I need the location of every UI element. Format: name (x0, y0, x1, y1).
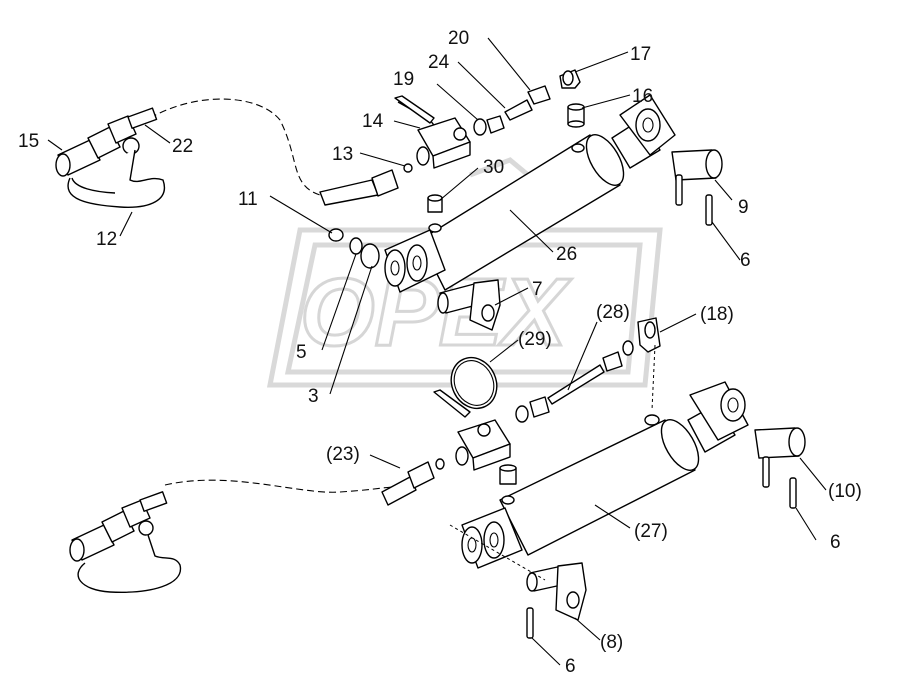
oring-29 (450, 356, 498, 410)
label-18: (18) (700, 304, 734, 325)
label-17: 17 (630, 44, 651, 65)
label-19: 19 (393, 69, 414, 90)
label-22: 22 (172, 136, 193, 157)
label-16: 16 (632, 86, 653, 107)
assembly-line-lower (449, 524, 546, 581)
coupler-lower (69, 491, 182, 593)
label-6-upper: 6 (740, 250, 751, 271)
pin-9 (671, 149, 723, 226)
label-12: 12 (96, 229, 117, 250)
valve-lower (381, 389, 511, 506)
label-3: 3 (308, 386, 319, 407)
fittings-upper (473, 69, 585, 136)
label-5: 5 (296, 342, 307, 363)
label-30: 30 (483, 157, 504, 178)
coupler-upper (55, 107, 166, 208)
label-23: (23) (326, 444, 360, 465)
cylinder-lower (461, 381, 749, 569)
label-14: 14 (362, 111, 384, 132)
seals-upper (328, 228, 380, 269)
label-26: 26 (556, 244, 577, 265)
label-11: 11 (238, 189, 258, 210)
label-20: 20 (448, 28, 469, 49)
label-6-lower: 6 (565, 656, 576, 677)
leader-lines (47, 37, 827, 666)
pin-7-upper (437, 279, 501, 331)
label-24: 24 (428, 52, 450, 73)
label-7: 7 (532, 279, 543, 300)
label-29: (29) (518, 329, 552, 350)
label-15: 15 (18, 131, 39, 152)
label-13: 13 (332, 144, 353, 165)
pin-10 (754, 427, 806, 509)
fittings-lower (515, 317, 661, 423)
hose-lower (164, 479, 393, 493)
hose-upper (149, 98, 321, 196)
label-9: 9 (738, 197, 749, 218)
label-10: (10) (828, 481, 862, 502)
label-6-right: 6 (830, 532, 841, 553)
cylinder-upper (384, 94, 676, 293)
label-8: (8) (600, 632, 623, 653)
pin-8 (526, 562, 587, 639)
assembly-line-upper (651, 344, 656, 411)
label-28: (28) (596, 302, 630, 323)
callout-labels: 15 22 12 14 13 19 24 20 17 16 30 11 26 9… (18, 28, 862, 677)
label-27: (27) (634, 521, 668, 542)
valve-upper (319, 95, 471, 206)
